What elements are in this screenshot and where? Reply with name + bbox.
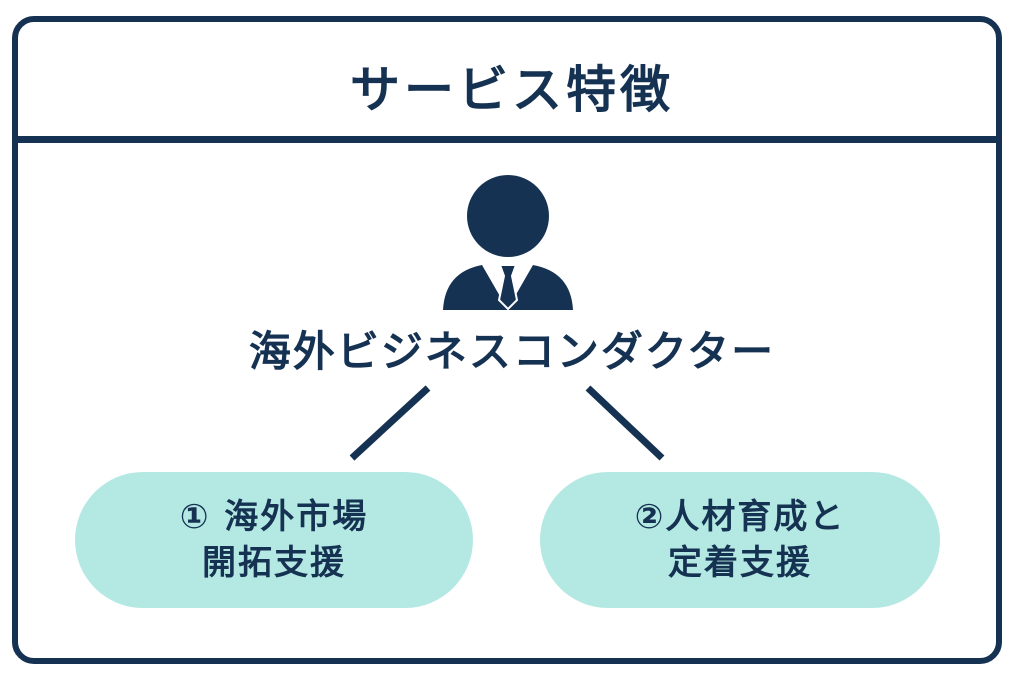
connector-right xyxy=(585,385,665,461)
service-title: ②人材育成と xyxy=(634,497,846,537)
businessperson-icon xyxy=(443,175,573,311)
service-subtitle: 開拓支援 xyxy=(202,543,346,583)
service-title: ① 海外市場 xyxy=(179,497,369,537)
connector-left xyxy=(349,385,431,461)
outer-frame xyxy=(12,16,1002,664)
page-title: サービス特徴 xyxy=(350,61,674,119)
service-subtitle: 定着支援 xyxy=(668,543,812,583)
service-card-overseas-market: ① 海外市場 開拓支援 xyxy=(75,472,473,608)
role-label: 海外ビジネスコンダクター xyxy=(248,327,776,376)
header-divider xyxy=(12,136,1002,143)
service-card-talent-development: ②人材育成と 定着支援 xyxy=(540,472,940,608)
